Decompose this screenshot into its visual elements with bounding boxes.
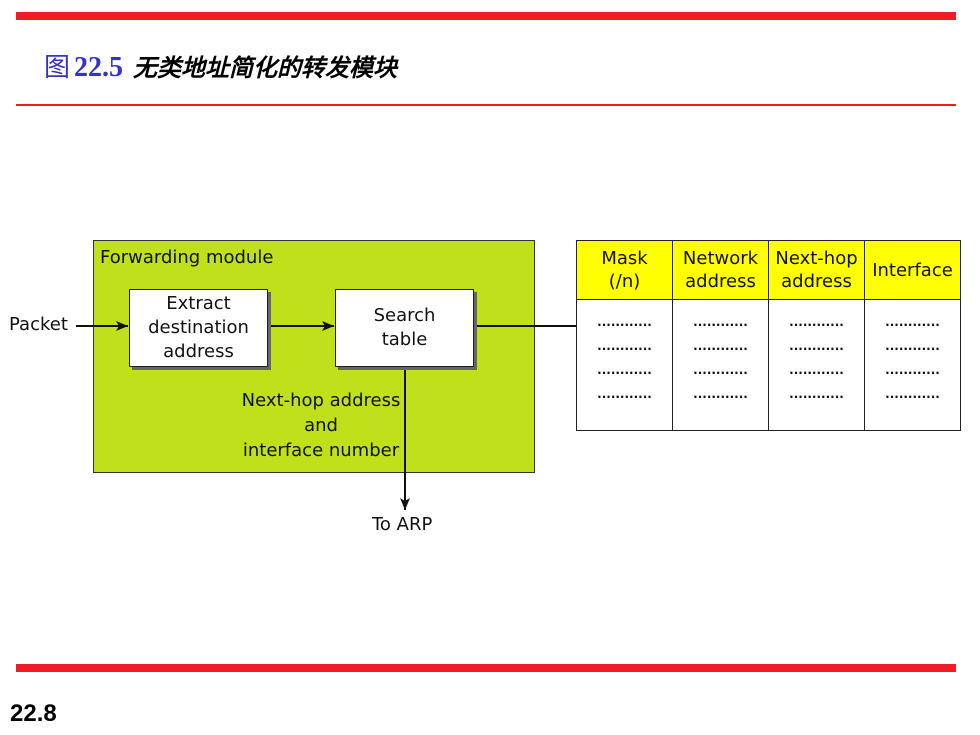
to-arp-label: To ARP xyxy=(372,514,433,535)
forwarding-table-body-row: ............ ............ ............ .… xyxy=(576,299,961,431)
header-mask: Mask (/n) xyxy=(576,240,673,300)
packet-label: Packet xyxy=(9,314,68,335)
table-cell-dots: ............ xyxy=(885,363,940,377)
table-cell-dots: ............ xyxy=(693,339,748,353)
forwarding-table: Mask (/n) Network address Next-hop addre… xyxy=(576,240,961,431)
search-table-box: Search table xyxy=(335,289,474,367)
figure-title: 无类地址简化的转发模块 xyxy=(133,53,398,82)
extract-destination-box: Extract destination address xyxy=(129,289,268,367)
table-cell-dots: ............ xyxy=(597,339,652,353)
column-mask-cells: ............ ............ ............ .… xyxy=(576,299,673,431)
column-next-hop-cells: ............ ............ ............ .… xyxy=(768,299,865,431)
table-cell-dots: ............ xyxy=(789,315,844,329)
forwarding-module-label: Forwarding module xyxy=(100,247,274,268)
page-number: 22.8 xyxy=(10,700,57,727)
table-cell-dots: ............ xyxy=(597,315,652,329)
table-cell-dots: ............ xyxy=(885,387,940,401)
table-cell: ............ ............ ............ .… xyxy=(865,300,960,406)
header-interface: Interface xyxy=(864,240,961,300)
table-cell-dots: ............ xyxy=(693,363,748,377)
table-cell-dots: ............ xyxy=(885,315,940,329)
table-cell-dots: ............ xyxy=(789,339,844,353)
figure-char: 图 xyxy=(44,53,71,83)
header-network-address: Network address xyxy=(672,240,769,300)
table-cell-dots: ............ xyxy=(789,387,844,401)
table-cell: ............ ............ ............ .… xyxy=(577,300,672,406)
forwarding-table-header-row: Mask (/n) Network address Next-hop addre… xyxy=(576,240,961,300)
figure-number: 22.5 xyxy=(74,52,124,83)
next-hop-output-label: Next-hop address and interface number xyxy=(236,388,406,463)
next-hop-output-text: Next-hop address and interface number xyxy=(241,390,401,461)
bottom-red-bar xyxy=(16,664,956,672)
table-cell-dots: ............ xyxy=(885,339,940,353)
column-interface-cells: ............ ............ ............ .… xyxy=(864,299,961,431)
column-network-address-cells: ............ ............ ............ .… xyxy=(672,299,769,431)
table-cell-dots: ............ xyxy=(693,315,748,329)
table-cell: ............ ............ ............ .… xyxy=(769,300,864,406)
top-red-bar xyxy=(16,12,956,20)
table-cell-dots: ............ xyxy=(597,363,652,377)
table-cell-dots: ............ xyxy=(789,363,844,377)
table-cell-dots: ............ xyxy=(597,387,652,401)
title-underline xyxy=(16,104,956,106)
table-cell-dots: ............ xyxy=(693,387,748,401)
header-next-hop-address: Next-hop address xyxy=(768,240,865,300)
table-cell: ............ ............ ............ .… xyxy=(673,300,768,406)
